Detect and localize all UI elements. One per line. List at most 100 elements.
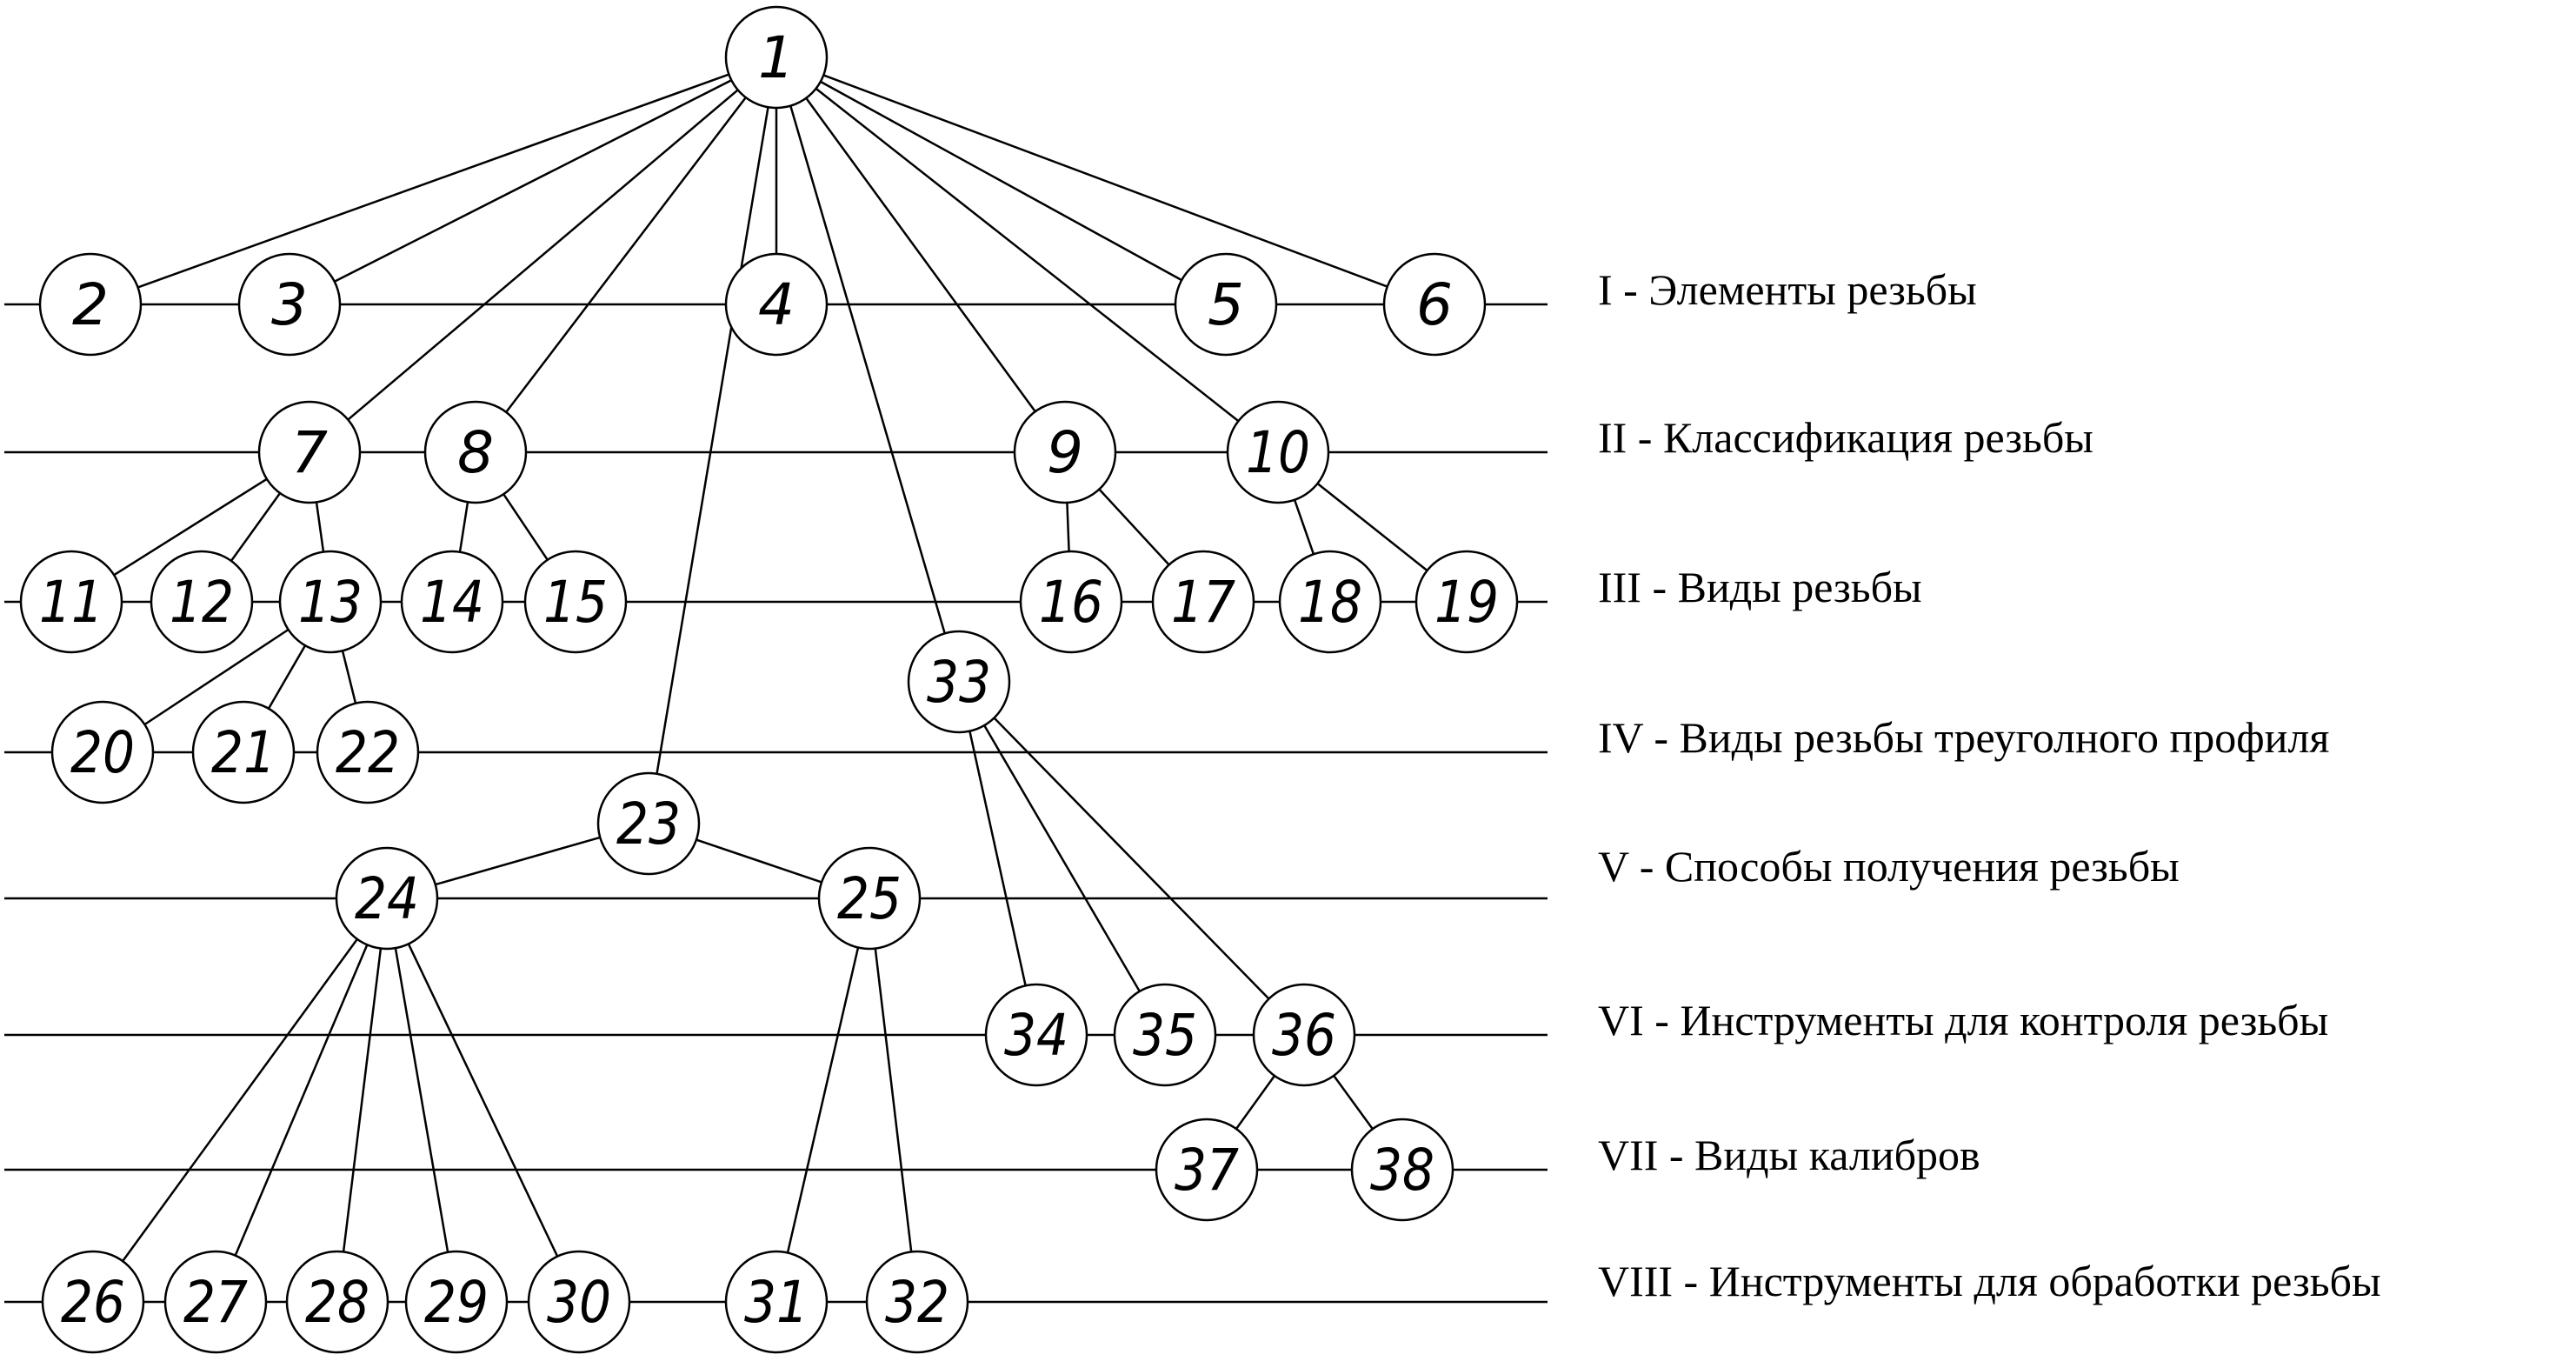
node-label-28: 28 — [305, 1269, 369, 1336]
node-circle-25 — [817, 846, 922, 951]
node-circle-35 — [1113, 983, 1217, 1087]
node-circle-32 — [865, 1250, 969, 1354]
node-38: 38 — [1350, 1118, 1454, 1222]
edge-8-14 — [458, 502, 469, 552]
tree-edges — [113, 73, 1428, 1262]
edge-23-25 — [696, 838, 822, 884]
node-circle-16 — [1019, 550, 1123, 654]
node-circle-18 — [1278, 550, 1382, 654]
node-label-26: 26 — [61, 1269, 125, 1336]
node-label-22: 22 — [336, 719, 400, 786]
node-label-13: 13 — [298, 569, 363, 636]
edge-24-26 — [122, 938, 358, 1262]
node-label-36: 36 — [1272, 1002, 1336, 1069]
node-circle-9 — [1013, 400, 1117, 504]
edge-25-32 — [874, 948, 913, 1252]
edge-1-5 — [820, 80, 1182, 282]
edge-33-36 — [993, 717, 1270, 1000]
node-label-32: 32 — [885, 1269, 949, 1336]
node-30: 30 — [527, 1250, 631, 1354]
edge-33-34 — [968, 731, 1027, 986]
node-circle-33 — [907, 630, 1011, 734]
edge-1-7 — [347, 89, 739, 421]
node-circle-10 — [1226, 400, 1330, 504]
node-circle-19 — [1414, 550, 1519, 654]
node-label-2: 2 — [72, 271, 109, 338]
node-label-12: 12 — [170, 569, 234, 636]
node-26: 26 — [41, 1250, 145, 1354]
node-label-11: 11 — [39, 569, 103, 636]
edge-36-37 — [1235, 1075, 1276, 1130]
node-9: 9 — [1013, 400, 1117, 504]
node-label-38: 38 — [1370, 1137, 1434, 1204]
node-label-7: 7 — [291, 419, 328, 486]
node-circle-17 — [1151, 550, 1255, 654]
node-circle-34 — [984, 983, 1088, 1087]
node-circle-4 — [724, 252, 829, 357]
node-label-35: 35 — [1133, 1002, 1197, 1069]
node-22: 22 — [316, 700, 420, 804]
node-label-9: 9 — [1047, 419, 1083, 486]
node-label-3: 3 — [271, 271, 308, 338]
node-33: 33 — [907, 630, 1011, 734]
edge-1-10 — [815, 87, 1240, 423]
node-circle-38 — [1350, 1118, 1454, 1222]
node-12: 12 — [150, 550, 254, 654]
node-label-1: 1 — [758, 24, 795, 91]
node-5: 5 — [1174, 252, 1278, 357]
node-14: 14 — [400, 550, 504, 654]
node-circle-28 — [285, 1250, 389, 1354]
node-label-14: 14 — [420, 569, 484, 636]
edge-9-17 — [1098, 488, 1170, 566]
node-label-24: 24 — [355, 865, 419, 932]
node-6: 6 — [1382, 252, 1487, 357]
node-circle-29 — [404, 1250, 509, 1354]
node-label-21: 21 — [211, 719, 276, 786]
node-label-19: 19 — [1434, 569, 1499, 636]
node-29: 29 — [404, 1250, 509, 1354]
node-label-33: 33 — [927, 649, 991, 716]
edge-1-8 — [505, 97, 747, 413]
level-label-VI: VI - Инструменты для контроля резьбы — [1598, 996, 2328, 1044]
node-label-34: 34 — [1004, 1002, 1068, 1069]
node-circle-24 — [335, 846, 439, 951]
node-8: 8 — [423, 400, 528, 504]
node-23: 23 — [596, 771, 701, 876]
edge-7-12 — [230, 492, 282, 562]
edge-1-3 — [334, 79, 732, 283]
node-circle-20 — [50, 700, 155, 804]
edge-25-31 — [786, 947, 860, 1253]
node-label-10: 10 — [1246, 419, 1310, 486]
level-label-II: II - Классификация резьбы — [1598, 413, 2093, 462]
node-37: 37 — [1155, 1118, 1259, 1222]
edge-10-19 — [1316, 483, 1428, 571]
node-circle-27 — [163, 1250, 268, 1354]
node-label-8: 8 — [457, 419, 494, 486]
level-labels: I - Элементы резьбы II - Классификация р… — [1598, 265, 2381, 1305]
node-28: 28 — [285, 1250, 389, 1354]
edge-7-11 — [113, 477, 268, 577]
node-11: 11 — [19, 550, 123, 654]
node-21: 21 — [191, 700, 296, 804]
node-label-15: 15 — [543, 569, 608, 636]
edge-7-13 — [315, 502, 325, 552]
node-label-31: 31 — [744, 1269, 809, 1336]
node-circle-6 — [1382, 252, 1487, 357]
node-label-6: 6 — [1416, 271, 1453, 338]
node-13: 13 — [278, 550, 383, 654]
node-25: 25 — [817, 846, 922, 951]
node-circle-13 — [278, 550, 383, 654]
node-36: 36 — [1252, 983, 1356, 1087]
node-20: 20 — [50, 700, 155, 804]
node-circle-8 — [423, 400, 528, 504]
node-circle-14 — [400, 550, 504, 654]
node-circle-5 — [1174, 252, 1278, 357]
edge-9-16 — [1066, 502, 1070, 552]
node-label-23: 23 — [616, 791, 681, 858]
edge-13-20 — [143, 628, 290, 726]
node-7: 7 — [257, 400, 362, 504]
edge-24-30 — [407, 943, 559, 1258]
node-circle-22 — [316, 700, 420, 804]
node-35: 35 — [1113, 983, 1217, 1087]
